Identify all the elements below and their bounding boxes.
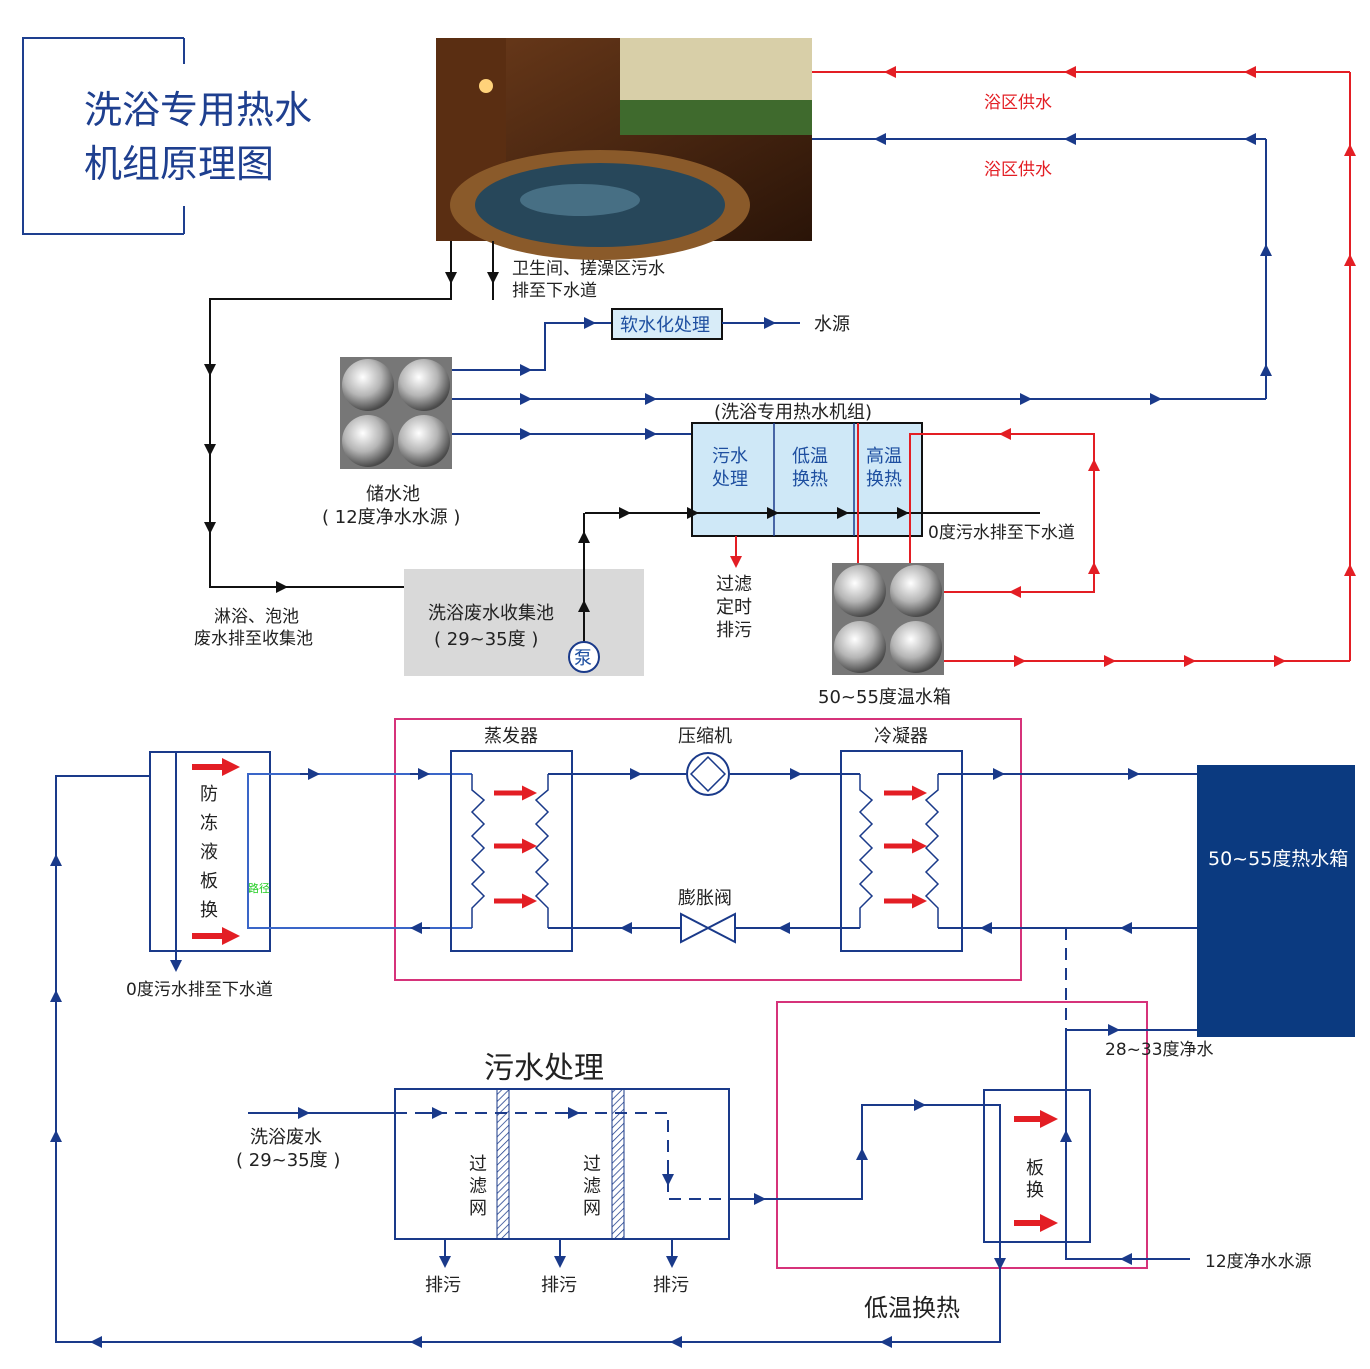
unit-title: (洗浴专用热水机组): [714, 402, 872, 423]
evaporator-label: 蒸发器: [484, 726, 538, 747]
clean-28-label: 28~33度净水: [1105, 1040, 1214, 1060]
condenser: 冷凝器: [840, 726, 963, 952]
title-line-1: 洗浴专用热水: [84, 88, 312, 132]
cell-low-2: 换热: [792, 469, 828, 490]
plate-exchanger: 板 换: [983, 1089, 1091, 1243]
drain-lines: 卫生间、搓澡区污水 排至下水道 淋浴、泡池 废水排至收集池: [194, 241, 665, 649]
plate-hx-2: 换: [1026, 1180, 1044, 1201]
clean-12-label: 12度净水水源: [1205, 1252, 1312, 1272]
bath-waste-1: 洗浴废水: [250, 1127, 322, 1148]
filter-mesh-a-3: 网: [469, 1198, 487, 1219]
refrigerant-loop: [548, 768, 860, 934]
drain-zero-top: 0度污水排至下水道: [928, 523, 1075, 543]
supply-label-mid: 浴区供水: [984, 160, 1052, 180]
warm-tank: 50~55度温水箱: [818, 563, 951, 708]
low-temp-frame: [776, 1001, 1148, 1269]
collector-label-1: 洗浴废水收集池: [428, 603, 554, 624]
expansion-valve-icon: 膨胀阀: [678, 888, 736, 944]
reservoir-label-2: ( 12度净水水源 ): [322, 507, 460, 528]
antifreeze-5: 换: [200, 900, 218, 921]
hot-water-unit: (洗浴专用热水机组) 污水 处理 低温 换热 高温 换热 0度污水排至下水道 过…: [585, 402, 1100, 641]
title-line-2: 机组原理图: [84, 142, 274, 186]
antifreeze-3: 液: [200, 842, 218, 863]
title-block: 洗浴专用热水 机组原理图: [22, 37, 312, 235]
condenser-label: 冷凝器: [874, 726, 928, 747]
hot-tank-label: 50~55度热水箱: [1208, 848, 1348, 870]
pump-label: 泵: [574, 648, 592, 669]
blowdown-1: 排污: [425, 1275, 461, 1296]
heat-pump-frame: [394, 718, 1022, 981]
filter-drain-2: 定时: [716, 597, 752, 618]
antifreeze-exchanger: 防 冻 液 板 换 路径 0度污水排至下水道: [126, 751, 273, 1000]
bath-supply-loop: 浴区供水 浴区供水: [812, 66, 1356, 667]
path-tag: 路径: [248, 882, 270, 895]
sewage-label-1: 卫生间、搓澡区污水: [512, 259, 665, 279]
hot-tank: 50~55度热水箱: [1197, 765, 1355, 1037]
drain-zero-bottom: 0度污水排至下水道: [126, 980, 273, 1000]
filter-mesh-a-2: 滤: [469, 1176, 487, 1197]
antifreeze-2: 冻: [200, 813, 218, 834]
cell-high-2: 换热: [866, 469, 902, 490]
compressor-icon: 压缩机: [678, 726, 732, 796]
collector-pool: 洗浴废水收集池 ( 29~35度 ): [404, 513, 644, 676]
sewage-treatment: 污水处理 过 滤 网 过 滤 网 洗浴废水 ( 29~35度 ) 排污 排污 排…: [236, 1051, 730, 1296]
storage-tank-icon: 储水池 ( 12度净水水源 ): [322, 357, 460, 528]
evaporator: 蒸发器: [450, 726, 573, 952]
warm-tank-label: 50~55度温水箱: [818, 687, 951, 708]
reservoir-label-1: 储水池: [366, 484, 420, 505]
cell-sewage-2: 处理: [712, 469, 748, 490]
shower-label-2: 废水排至收集池: [194, 629, 313, 649]
sewage-to-hx-line: [50, 775, 1006, 1348]
cell-sewage-1: 污水: [712, 446, 748, 467]
bathhouse-photo: [436, 38, 812, 260]
low-temp-label: 低温换热: [864, 1294, 960, 1322]
softening-label: 软水化处理: [620, 315, 710, 336]
clean-water-lines: 28~33度净水 12度净水水源: [1060, 1024, 1312, 1272]
compressor-label: 压缩机: [678, 726, 732, 747]
blowdown-3: 排污: [653, 1275, 689, 1296]
filter-mesh-b-2: 滤: [583, 1176, 601, 1197]
sewage-label-2: 排至下水道: [512, 281, 597, 301]
filter-drain-3: 排污: [716, 620, 752, 641]
plate-hx-1: 板: [1026, 1158, 1044, 1179]
water-source-label: 水源: [814, 314, 850, 335]
filter-mesh-b-1: 过: [583, 1154, 601, 1175]
collector-label-2: ( 29~35度 ): [434, 629, 538, 650]
bath-waste-2: ( 29~35度 ): [236, 1150, 340, 1171]
antifreeze-1: 防: [200, 784, 218, 805]
filter-mesh-a-1: 过: [469, 1154, 487, 1175]
cell-low-1: 低温: [792, 446, 828, 467]
filter-mesh-b-3: 网: [583, 1198, 601, 1219]
hot-water-lines: [938, 768, 1197, 1030]
shower-label-1: 淋浴、泡池: [214, 607, 299, 627]
filter-drain-1: 过滤: [716, 574, 752, 595]
sewage-treatment-title: 污水处理: [484, 1051, 604, 1086]
antifreeze-loop: [247, 768, 472, 934]
cell-high-1: 高温: [866, 446, 902, 467]
blowdown-2: 排污: [541, 1275, 577, 1296]
supply-label-top: 浴区供水: [984, 93, 1052, 113]
pump-icon: 泵: [568, 641, 600, 673]
softening-unit: 软水化处理 水源: [452, 308, 850, 376]
expansion-valve-label: 膨胀阀: [678, 888, 732, 909]
antifreeze-4: 板: [200, 871, 218, 892]
